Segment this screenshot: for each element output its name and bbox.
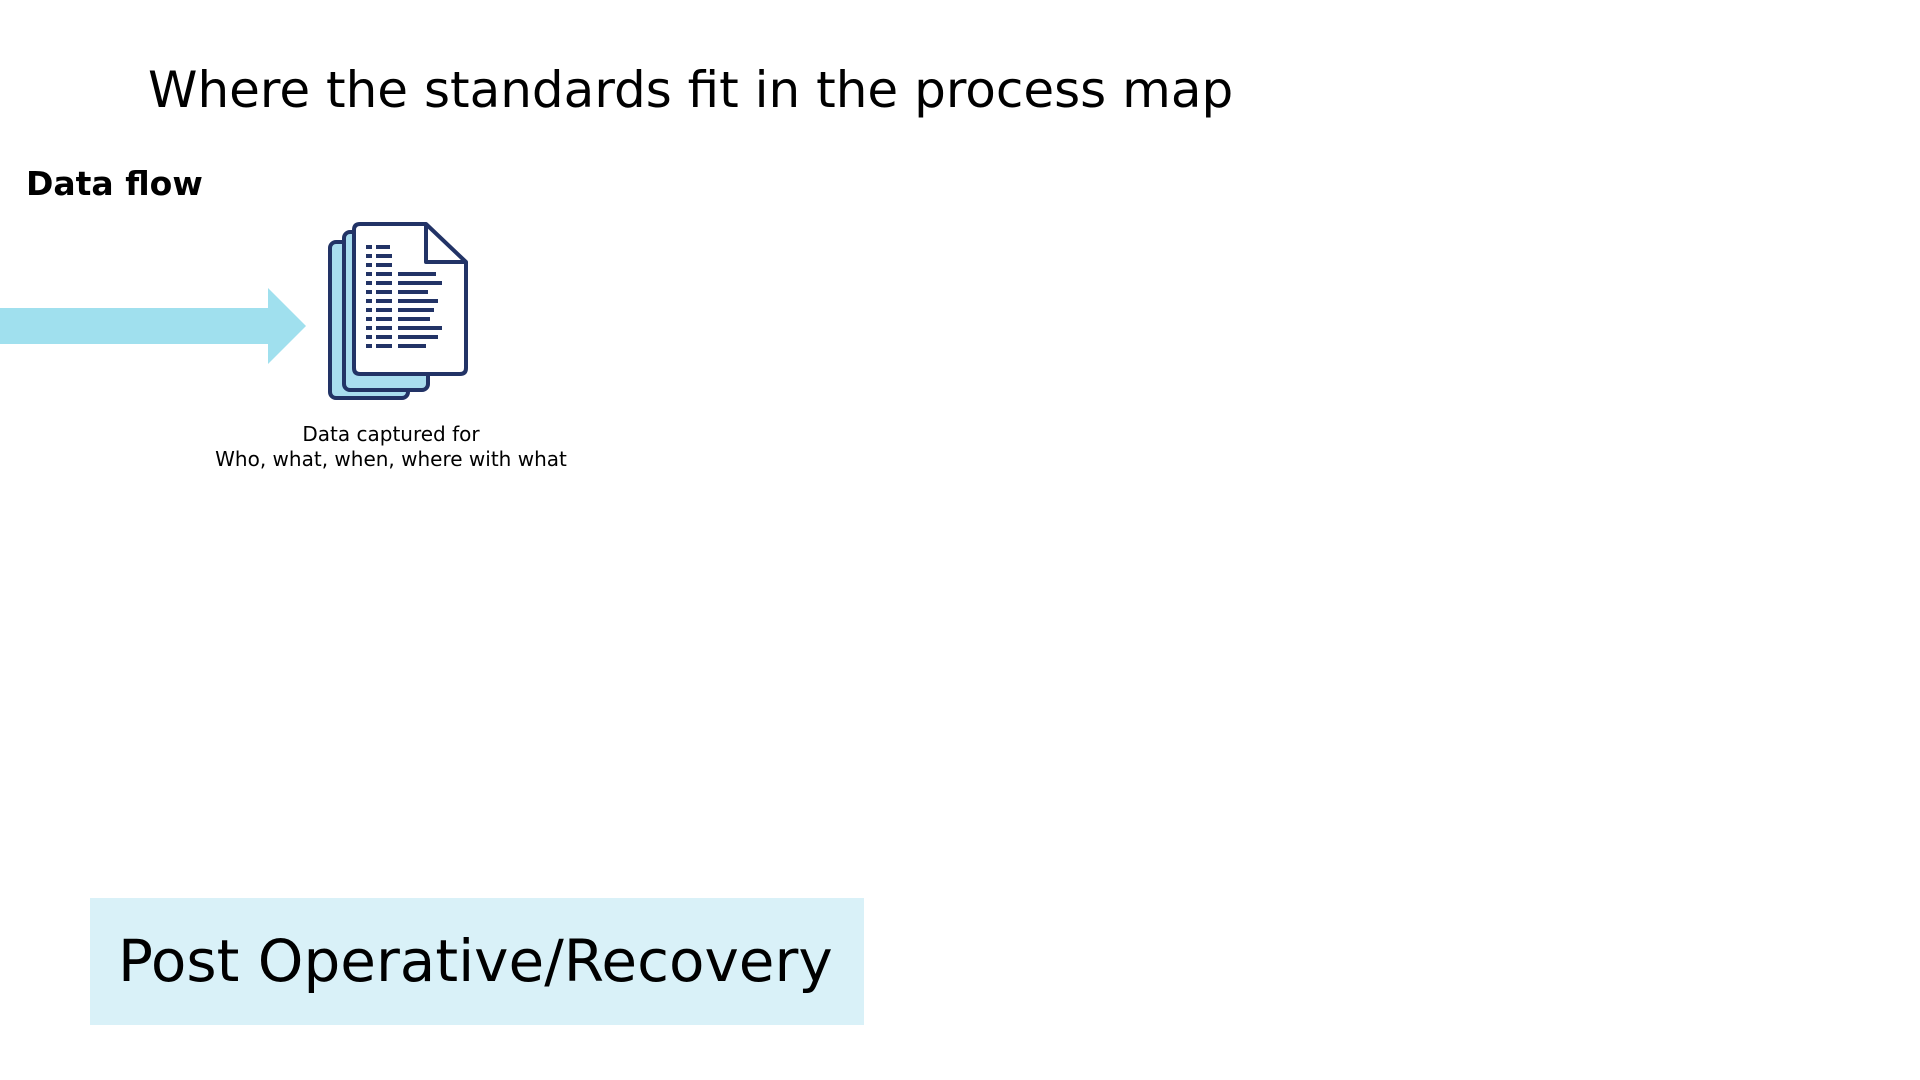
data-flow-arrow <box>0 288 306 364</box>
slide-title: Where the standards fit in the process m… <box>148 61 1234 119</box>
caption-line-2: Who, what, when, where with what <box>215 447 567 471</box>
post-operative-stage-box: Post Operative/Recovery <box>90 898 864 1025</box>
caption-line-1: Data captured for <box>302 422 480 446</box>
data-captured-caption: Data captured for Who, what, when, where… <box>185 422 597 472</box>
data-flow-label: Data flow <box>26 164 203 203</box>
stacked-documents-icon <box>328 222 468 400</box>
stage-label: Post Operative/Recovery <box>118 926 833 995</box>
